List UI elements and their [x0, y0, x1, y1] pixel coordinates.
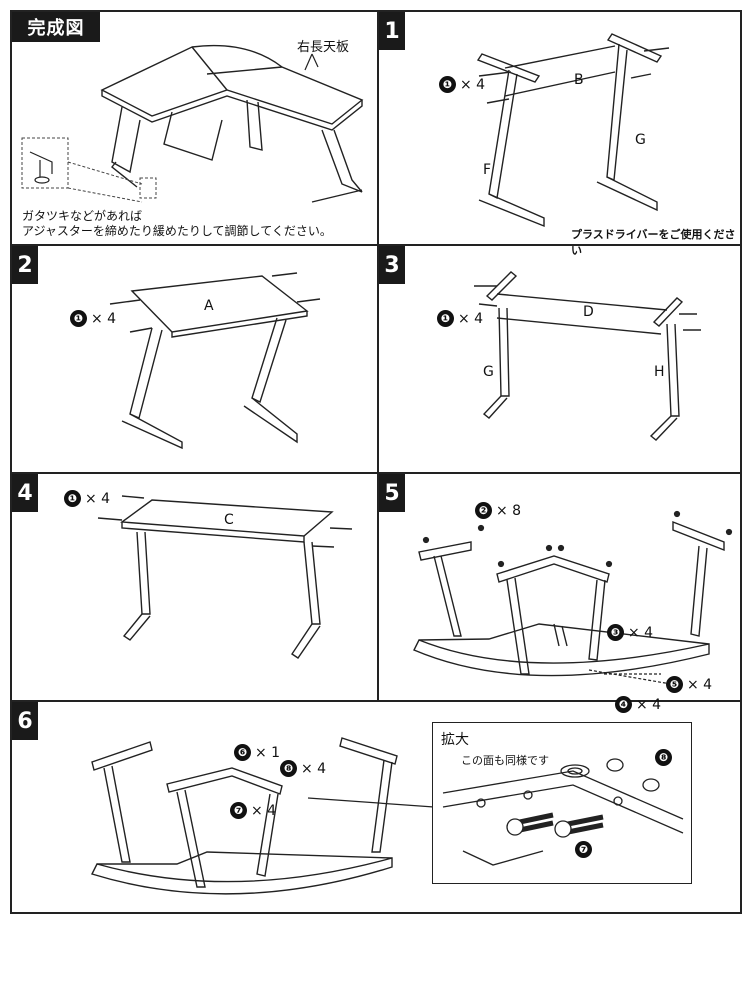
part-4-count: × 4	[636, 696, 662, 713]
part-1-qty: ❶ × 4	[437, 310, 483, 327]
completed-desk-illustration	[21, 44, 364, 203]
part-5-count: × 4	[687, 676, 713, 693]
zoom-title: 拡大	[441, 732, 469, 748]
label-a: A	[204, 298, 214, 314]
part-1-count: × 4	[85, 490, 111, 507]
label-g: G	[635, 132, 646, 148]
part-1-qty: ❶ × 4	[64, 490, 110, 507]
row-divider	[12, 700, 740, 702]
zoom-part-8-marker: ❽	[655, 749, 672, 766]
step-3-illustration	[474, 271, 701, 441]
adjuster-note-2: アジャスターを締めたり緩めたりして調節してください。	[22, 224, 332, 238]
part-7-marker: ❼	[230, 802, 247, 819]
label-g: G	[483, 364, 494, 380]
part-6-qty: ❻ × 1	[234, 744, 280, 761]
step-1-panel: 1 ❶ × 4 B F G プラスドライバーをご使	[379, 12, 742, 257]
part-4-marker: ❹	[615, 696, 632, 713]
row-divider	[12, 472, 740, 474]
zoom-illustration	[442, 758, 684, 866]
step-5-panel: 5	[379, 474, 742, 713]
step-5-number: 5	[379, 474, 405, 512]
step-6-number: 6	[12, 702, 38, 740]
part-1-count: × 4	[91, 310, 117, 327]
part-3-marker: ❸	[607, 624, 624, 641]
label-b: B	[574, 72, 584, 88]
step-1-illustration	[476, 33, 670, 228]
screwdriver-note: プラスドライバーをご使用ください	[571, 228, 736, 257]
part-8-count: × 4	[301, 760, 327, 777]
part-1-count: × 4	[460, 76, 486, 93]
step-3-number: 3	[379, 246, 405, 284]
step-3-panel: 3 ❶ × 4 D G H	[379, 246, 742, 472]
step-4-panel: 4 ❶ × 4 C	[12, 474, 377, 700]
step-2-illustration	[109, 272, 321, 450]
completed-panel: 完成図 右長天板	[12, 12, 377, 244]
step-1-number: 1	[379, 12, 405, 50]
step-2-panel: 2 A ❶ × 4	[12, 246, 377, 472]
label-h: H	[654, 364, 665, 380]
part-7-count: × 4	[251, 802, 277, 819]
step-2-number: 2	[12, 246, 38, 284]
row-divider	[12, 244, 740, 246]
zoom-part-8: ❽	[655, 749, 672, 766]
part-6-count: × 1	[255, 744, 281, 761]
completed-title: 完成図	[12, 12, 100, 42]
step-4-number: 4	[12, 474, 38, 512]
top-panel-label: 右長天板	[297, 40, 350, 55]
step-6-panel: 6 ❻ × 1 ❽ × 4 ❼ × 4	[12, 702, 742, 914]
step-6-illustration	[91, 737, 449, 895]
label-c: C	[224, 512, 234, 528]
part-3-count: × 4	[628, 624, 654, 641]
zoom-part-7: ❼	[575, 841, 592, 858]
part-1-marker: ❶	[64, 490, 81, 507]
part-1-marker: ❶	[70, 310, 87, 327]
part-2-qty: ❷ × 8	[475, 502, 521, 519]
adjuster-note-1: ガタツキなどがあれば	[22, 209, 143, 223]
part-8-marker: ❽	[280, 760, 297, 777]
part-4-qty: ❹ × 4	[615, 696, 661, 713]
zoom-caption: この面も同様です	[461, 754, 549, 767]
step-5-illustration	[413, 510, 733, 685]
part-1-marker: ❶	[437, 310, 454, 327]
zoom-detail-box: 拡大 この面も同様です ❽	[432, 722, 692, 884]
part-6-marker: ❻	[234, 744, 251, 761]
instruction-sheet: 完成図 右長天板	[10, 10, 742, 914]
zoom-part-7-marker: ❼	[575, 841, 592, 858]
part-1-count: × 4	[458, 310, 484, 327]
part-8-qty: ❽ × 4	[280, 760, 326, 777]
part-1-marker: ❶	[439, 76, 456, 93]
part-5-qty: ❺ × 4	[666, 676, 712, 693]
part-7-qty: ❼ × 4	[230, 802, 276, 819]
part-1-qty: ❶ × 4	[70, 310, 116, 327]
step-4-illustration	[97, 495, 353, 659]
label-d: D	[583, 304, 594, 320]
part-1-qty: ❶ × 4	[439, 76, 485, 93]
part-2-count: × 8	[496, 502, 522, 519]
part-5-marker: ❺	[666, 676, 683, 693]
part-2-marker: ❷	[475, 502, 492, 519]
column-divider	[377, 12, 379, 700]
part-3-qty: ❸ × 4	[607, 624, 653, 641]
label-f: F	[483, 162, 492, 178]
